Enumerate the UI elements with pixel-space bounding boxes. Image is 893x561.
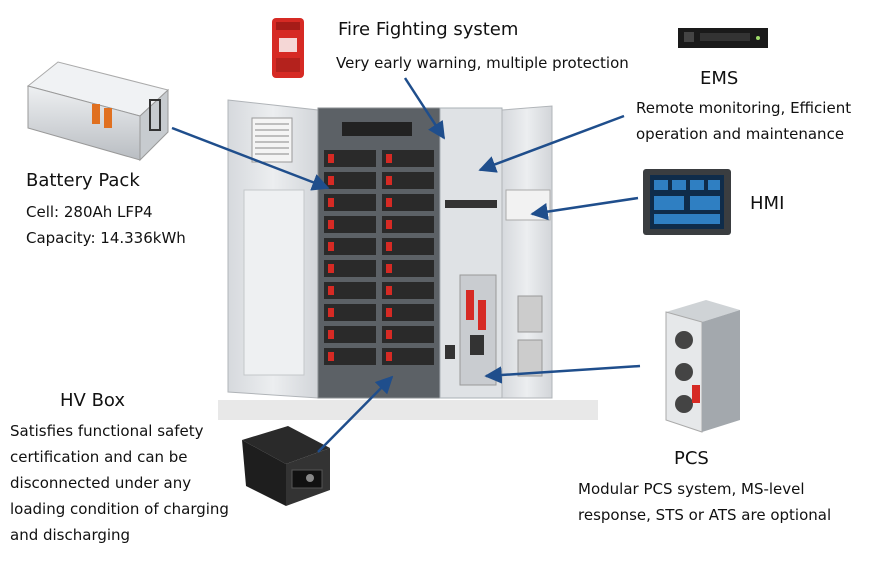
battery-module [382,172,434,189]
battery-module [324,326,376,343]
battery-module [382,304,434,321]
battery-module [324,172,376,189]
battery-terminal [328,264,334,273]
fire-fighting-title: Fire Fighting system [338,19,519,40]
battery-module [382,282,434,299]
battery-module [382,326,434,343]
battery-module [382,238,434,255]
battery-terminal [328,330,334,339]
hv-box-desc-line-4: loading condition of charging [10,500,229,518]
battery-module [324,348,376,365]
fire-extinguisher-icon [272,18,304,78]
battery-terminal [328,242,334,251]
battery-module [382,260,434,277]
battery-module [324,260,376,277]
battery-module-grid [324,150,434,365]
battery-module [324,304,376,321]
battery-pack-desc-line-1: Cell: 280Ah LFP4 [26,203,153,221]
hmi-title: HMI [750,193,785,214]
battery-terminal [328,176,334,185]
battery-pack-title: Battery Pack [26,170,140,191]
battery-module-icon [26,61,170,162]
battery-terminal [386,352,392,361]
hv-box-icon [242,426,330,506]
battery-terminal [328,154,334,163]
hv-box-desc-line-1: Satisfies functional safety [10,422,204,440]
battery-terminal [386,242,392,251]
pcs-module-icon [665,300,740,433]
arrow-ems [478,114,625,173]
pcs-desc-line-1: Modular PCS system, MS-level [578,480,805,498]
battery-terminal [328,198,334,207]
hv-box-title: HV Box [60,390,126,411]
battery-module [324,150,376,167]
arrow-hmi [530,196,639,221]
battery-module [324,282,376,299]
battery-terminal [386,308,392,317]
battery-terminal [386,154,392,163]
battery-terminal [386,220,392,229]
battery-terminal [386,198,392,207]
pcs-title: PCS [674,448,709,469]
battery-terminal [386,330,392,339]
battery-module [324,194,376,211]
ems-desc-line-1: Remote monitoring, Efficient [636,99,852,117]
pcs-desc-line-2: response, STS or ATS are optional [578,506,832,524]
arrow-pcs [484,364,641,384]
battery-module [324,216,376,233]
touch-panel-icon [643,169,731,235]
connector-arrows [171,77,641,453]
battery-pack-desc-line-2: Capacity: 14.336kWh [26,229,186,247]
battery-module [382,194,434,211]
fire-fighting-desc-line-1: Very early warning, multiple protection [336,54,629,72]
energy-storage-cabinet [218,99,598,420]
battery-terminal [386,286,392,295]
hv-box-desc-line-2: certification and can be [10,448,188,466]
battery-terminal [328,352,334,361]
battery-terminal [328,220,334,229]
arrow-battery [171,126,330,191]
battery-terminal [328,286,334,295]
rack-server-icon [678,28,768,48]
battery-module [382,348,434,365]
hv-box-desc-line-3: disconnected under any [10,474,192,492]
arrow-fire [403,77,446,140]
hv-box-desc-line-5: and discharging [10,526,131,544]
battery-module [382,150,434,167]
battery-terminal [386,176,392,185]
ems-title: EMS [700,68,739,89]
ems-desc-line-2: operation and maintenance [636,125,845,143]
arrow-hvbox [317,375,394,453]
battery-module [324,238,376,255]
battery-module [382,216,434,233]
battery-terminal [328,308,334,317]
battery-terminal [386,264,392,273]
